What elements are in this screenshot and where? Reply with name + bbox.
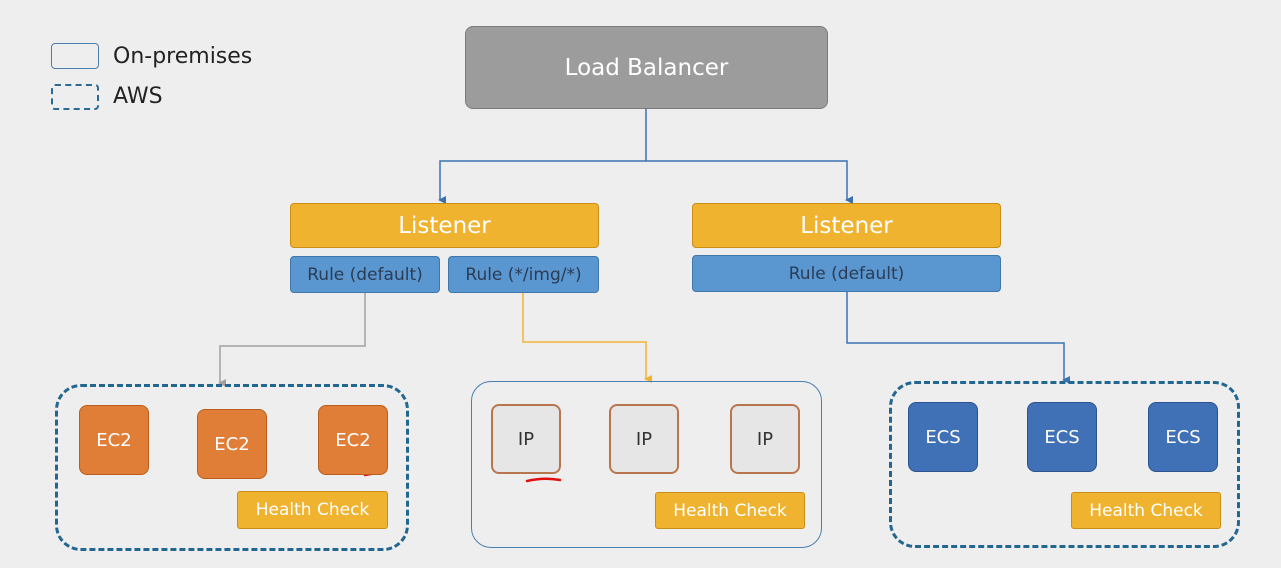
- health-check-ec2: Health Check: [237, 491, 388, 529]
- target-group-ec2: [55, 384, 409, 551]
- legend-aws-swatch: [51, 84, 99, 110]
- red-annotation-mark: [525, 477, 562, 483]
- ip-target: IP: [609, 404, 679, 474]
- lb-to-listener-left-connector: [438, 160, 646, 204]
- listener-right: Listener: [692, 203, 1001, 248]
- ip-target: IP: [730, 404, 800, 474]
- rule-img-to-ip-connector: [522, 293, 652, 383]
- listener-left: Listener: [290, 203, 599, 248]
- health-check-ip: Health Check: [655, 492, 805, 529]
- target-group-ecs: [889, 381, 1240, 548]
- ecs-target: ECS: [908, 402, 978, 472]
- rule-default-right: Rule (default): [692, 255, 1001, 292]
- rule-default-left: Rule (default): [290, 256, 440, 293]
- ec2-target: EC2: [197, 409, 267, 479]
- health-check-ecs: Health Check: [1071, 492, 1221, 529]
- rule-img: Rule (*/img/*): [448, 256, 599, 293]
- rule-default-to-ec2-connector: [218, 293, 366, 387]
- legend-on-premises-label: On-premises: [113, 44, 253, 69]
- load-balancer-box: Load Balancer: [465, 26, 828, 109]
- ecs-target: ECS: [1027, 402, 1097, 472]
- ec2-target: EC2: [79, 405, 149, 475]
- rule-default-right-to-ecs-connector: [846, 291, 1070, 384]
- lb-to-listener-right-connector: [646, 160, 853, 204]
- legend-aws-label: AWS: [113, 84, 163, 109]
- ecs-target: ECS: [1148, 402, 1218, 472]
- ec2-target: EC2: [318, 405, 388, 475]
- ip-target: IP: [491, 404, 561, 474]
- legend-on-premises-swatch: [51, 43, 99, 69]
- target-group-ip: [471, 381, 822, 548]
